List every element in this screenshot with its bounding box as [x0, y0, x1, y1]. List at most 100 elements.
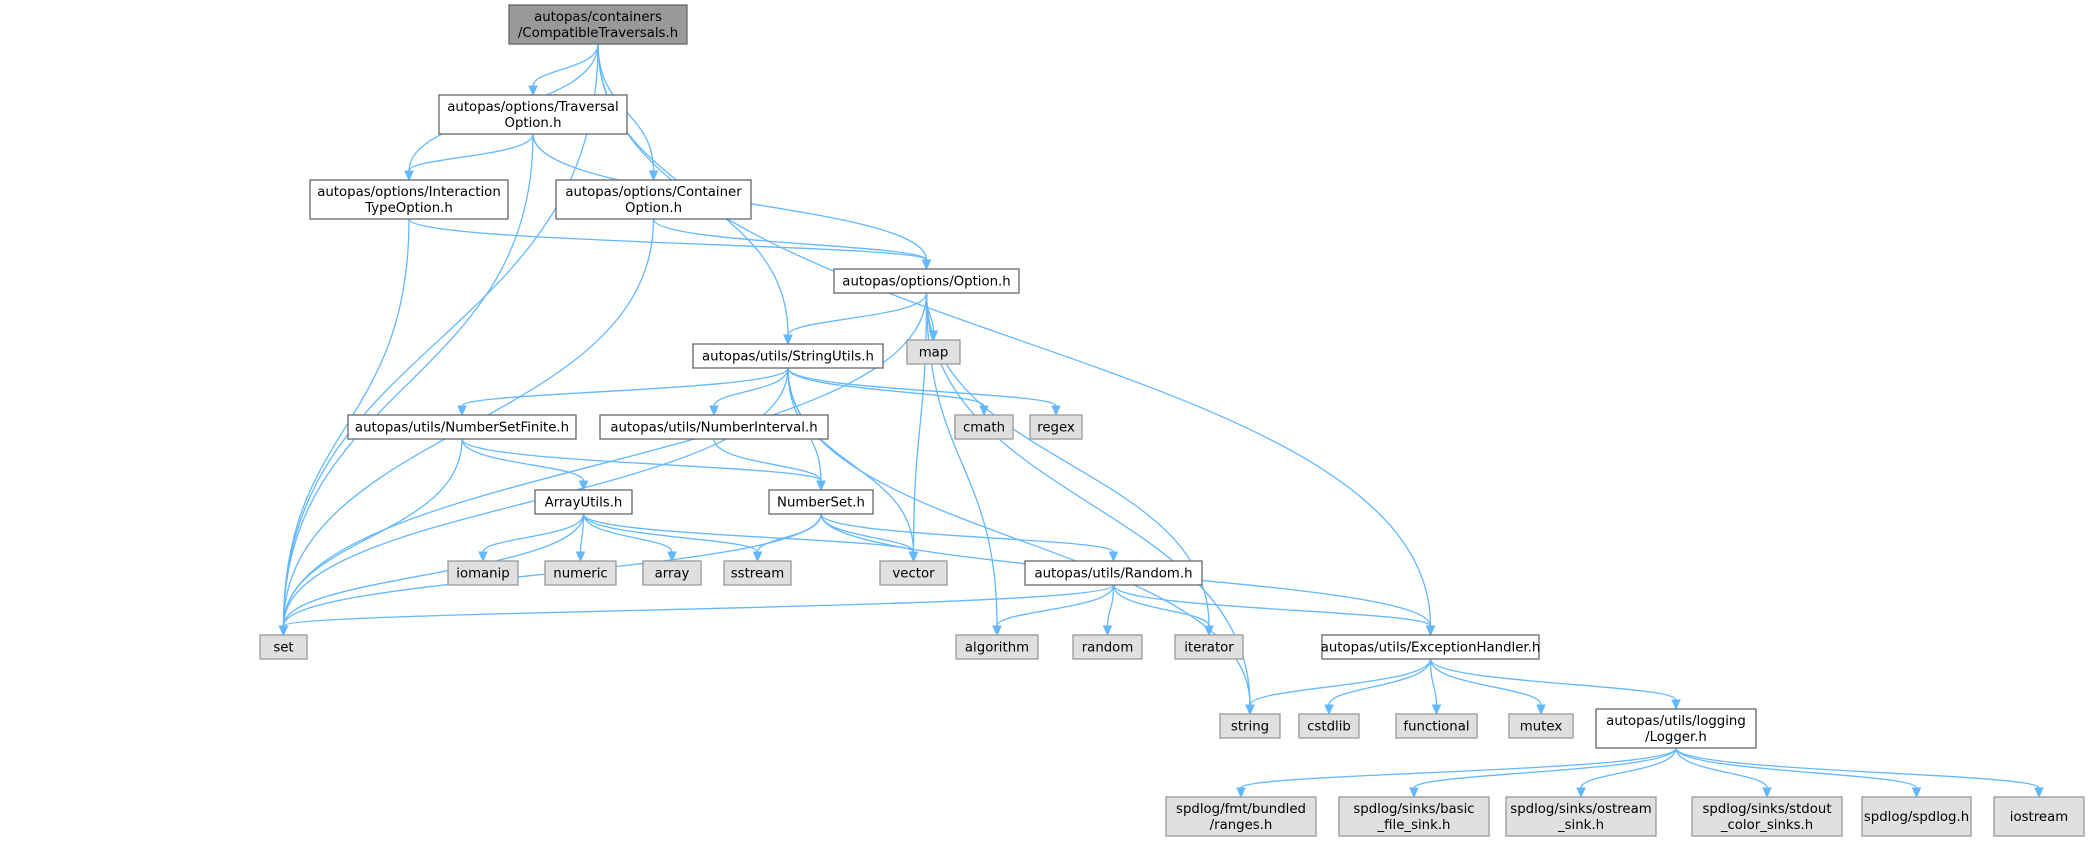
node-numsetfinite[interactable]: autopas/utils/NumberSetFinite.h — [347, 414, 577, 440]
node-regex-label-line-0: regex — [1037, 421, 1075, 436]
node-stringutils-label-line-0: autopas/utils/StringUtils.h — [702, 350, 874, 365]
node-arrayutils[interactable]: ArrayUtils.h — [534, 489, 633, 515]
edge-root-to-exception — [597, 43, 1436, 637]
node-root-label-line-1: /CompatibleTraversals.h — [518, 26, 678, 41]
edge-stringutils-to-vector — [787, 367, 919, 563]
node-exception-label-line-0: autopas/utils/ExceptionHandler.h — [1321, 641, 1541, 656]
node-functional-label-line-0: functional — [1403, 720, 1469, 735]
node-container-label-line-0: autopas/options/Container — [565, 185, 742, 200]
node-iterator: iterator — [1174, 634, 1244, 660]
node-traversal-label-line-0: autopas/options/Traversal — [447, 100, 618, 115]
node-string: string — [1219, 713, 1281, 739]
node-stdoutsink-label-line-0: spdlog/sinks/stdout — [1702, 802, 1831, 817]
node-ostreamsink: spdlog/sinks/ostream_sink.h — [1505, 796, 1657, 837]
node-container-label-line-1: Option.h — [625, 201, 682, 216]
node-option[interactable]: autopas/options/Option.h — [833, 268, 1020, 294]
edge-numinterval-to-numberset — [713, 438, 826, 492]
node-sstream: sstream — [723, 560, 792, 586]
node-mutex-label-line-0: mutex — [1520, 720, 1563, 735]
node-iostream-label-line-0: iostream — [2010, 810, 2068, 825]
node-fmt-label-line-1: /ranges.h — [1210, 818, 1273, 833]
edge-random_h-to-algorithm — [992, 584, 1115, 637]
edge-random_h-to-random — [1102, 584, 1115, 637]
edge-container-to-option — [652, 218, 932, 271]
nodes-layer: autopas/containers/CompatibleTraversals.… — [259, 4, 2085, 837]
node-fmt-label-line-0: spdlog/fmt/bundled — [1176, 802, 1306, 817]
node-map: map — [906, 339, 961, 365]
node-ostreamsink-label-line-1: _sink.h — [1557, 818, 1604, 833]
node-logger-label-line-0: autopas/utils/logging — [1606, 714, 1746, 729]
node-iomanip-label-line-0: iomanip — [456, 567, 510, 582]
node-random_h[interactable]: autopas/utils/Random.h — [1024, 560, 1203, 586]
node-traversal-label-line-1: Option.h — [504, 116, 561, 131]
node-set-label-line-0: set — [273, 641, 293, 656]
edge-traversal-to-interaction — [404, 133, 534, 182]
node-spdlog-label-line-0: spdlog/spdlog.h — [1864, 810, 1969, 825]
edge-exception-to-functional — [1429, 658, 1442, 716]
edge-arrayutils-to-array — [582, 513, 677, 563]
node-numeric-label-line-0: numeric — [553, 567, 607, 582]
edge-stringutils-to-numinterval — [709, 367, 789, 417]
node-array-label-line-0: array — [655, 567, 690, 582]
node-basicsink-label-line-1: _file_sink.h — [1377, 818, 1451, 833]
node-numeric: numeric — [544, 560, 617, 586]
edge-stringutils-to-numsetfinite — [457, 367, 789, 417]
edge-random_h-to-exception — [1112, 584, 1436, 637]
node-root[interactable]: autopas/containers/CompatibleTraversals.… — [508, 4, 688, 45]
edge-option-to-vector — [908, 292, 928, 563]
node-iomanip: iomanip — [447, 560, 519, 586]
node-regex: regex — [1029, 414, 1083, 440]
edge-option-to-stringutils — [783, 292, 928, 346]
node-random_h-label-line-0: autopas/utils/Random.h — [1034, 567, 1192, 582]
node-string-label-line-0: string — [1231, 720, 1269, 735]
node-numberset-label-line-0: NumberSet.h — [777, 496, 865, 511]
edge-root-to-traversal — [528, 43, 599, 97]
edge-logger-to-spdlog — [1675, 747, 1922, 799]
edge-exception-to-mutex — [1429, 658, 1546, 716]
node-logger-label-line-1: /Logger.h — [1645, 730, 1707, 745]
node-spdlog: spdlog/spdlog.h — [1861, 796, 1972, 837]
node-stringutils[interactable]: autopas/utils/StringUtils.h — [692, 343, 884, 369]
node-array: array — [642, 560, 702, 586]
node-map-label-line-0: map — [919, 346, 949, 361]
edge-numsetfinite-to-set — [278, 438, 463, 637]
node-random-label-line-0: random — [1082, 641, 1134, 656]
node-sstream-label-line-0: sstream — [731, 567, 785, 582]
node-basicsink-label-line-0: spdlog/sinks/basic — [1353, 802, 1474, 817]
node-iterator-label-line-0: iterator — [1184, 641, 1234, 656]
edge-logger-to-iostream — [1675, 747, 2044, 799]
edge-random_h-to-iterator — [1112, 584, 1214, 637]
node-vector: vector — [879, 560, 948, 586]
edge-logger-to-fmt — [1236, 747, 1677, 799]
node-algorithm: algorithm — [955, 634, 1039, 660]
node-random: random — [1072, 634, 1143, 660]
node-stdoutsink-label-line-1: _color_sinks.h — [1720, 818, 1813, 833]
node-numinterval[interactable]: autopas/utils/NumberInterval.h — [599, 414, 829, 440]
node-basicsink: spdlog/sinks/basic_file_sink.h — [1338, 796, 1490, 837]
node-interaction-label-line-0: autopas/options/Interaction — [317, 185, 501, 200]
edge-numberset-to-random_h — [820, 513, 1119, 563]
edge-logger-to-ostreamsink — [1576, 747, 1677, 799]
node-stdoutsink: spdlog/sinks/stdout_color_sinks.h — [1691, 796, 1843, 837]
edge-exception-to-string — [1245, 658, 1432, 716]
node-mutex: mutex — [1508, 713, 1574, 739]
edge-random_h-to-set — [278, 584, 1115, 637]
node-interaction-label-line-1: TypeOption.h — [364, 201, 453, 216]
edge-stringutils-to-regex — [787, 367, 1061, 417]
node-cstdlib-label-line-0: cstdlib — [1307, 720, 1351, 735]
node-logger[interactable]: autopas/utils/logging/Logger.h — [1595, 708, 1757, 749]
node-algorithm-label-line-0: algorithm — [965, 641, 1029, 656]
node-cmath-label-line-0: cmath — [963, 421, 1005, 436]
edge-numsetfinite-to-arrayutils — [461, 438, 589, 492]
edge-interaction-to-option — [408, 218, 932, 271]
node-functional: functional — [1395, 713, 1478, 739]
node-ostreamsink-label-line-0: spdlog/sinks/ostream — [1510, 802, 1651, 817]
node-arrayutils-label-line-0: ArrayUtils.h — [545, 496, 623, 511]
node-exception[interactable]: autopas/utils/ExceptionHandler.h — [1321, 634, 1541, 660]
edge-logger-to-basicsink — [1409, 747, 1677, 799]
node-numberset[interactable]: NumberSet.h — [768, 489, 874, 515]
node-set: set — [259, 634, 308, 660]
